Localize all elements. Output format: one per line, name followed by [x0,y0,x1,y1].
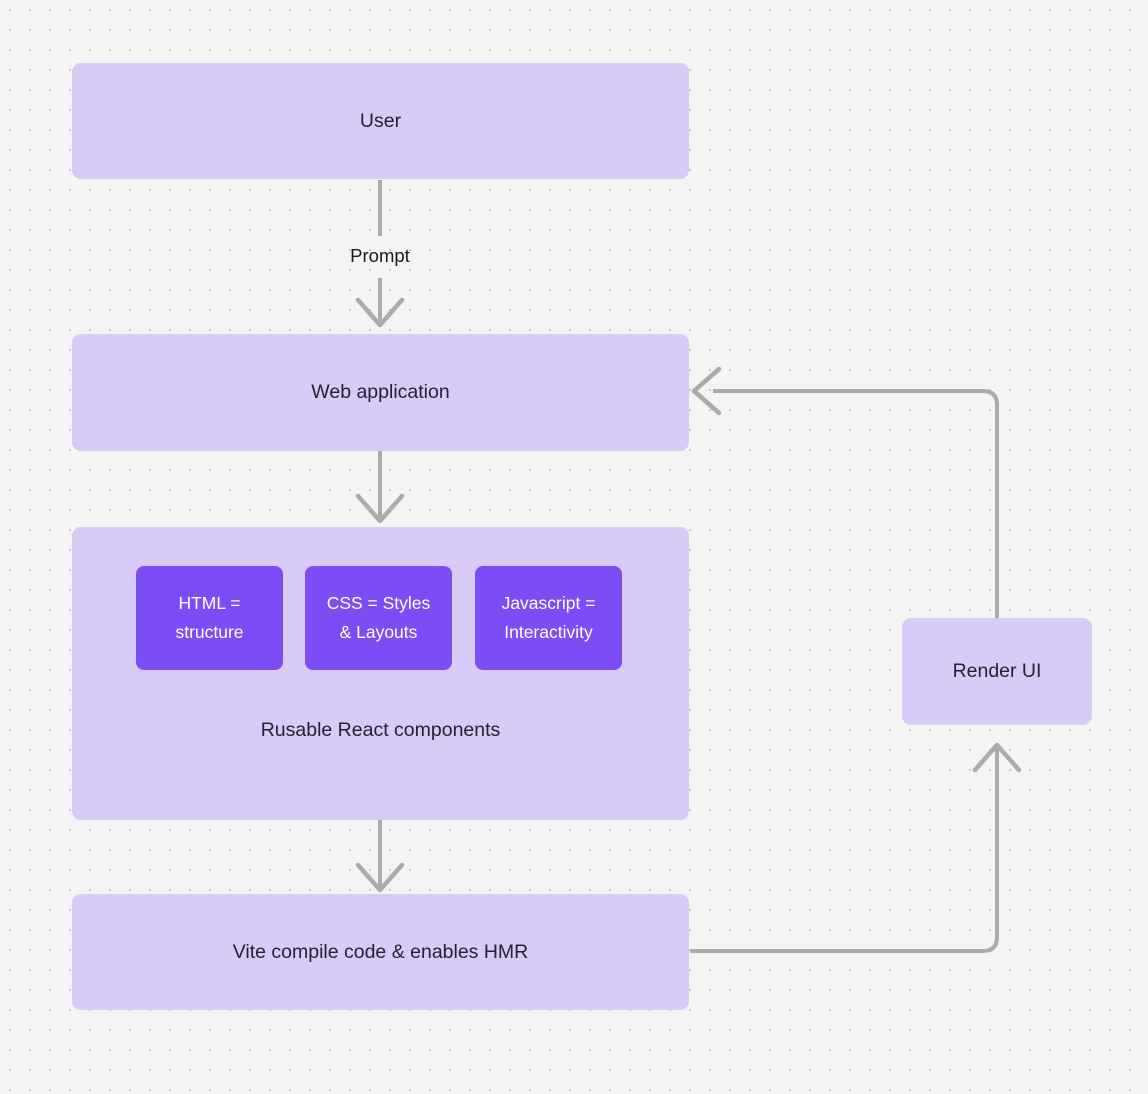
arrowhead-down-webapp [355,297,405,328]
node-web-application[interactable]: Web application [72,334,689,451]
node-components-group-label: Rusable React components [260,719,501,741]
node-web-application-label: Web application [311,381,450,404]
node-html-label: HTML =structure [175,593,244,642]
arrowhead-up-renderui [972,742,1022,773]
node-user-label: User [359,109,402,132]
node-render-ui[interactable]: Render UI [902,618,1092,725]
node-vite-label: Vite compile code & enables HMR [232,940,529,963]
node-html[interactable]: HTML =structure [136,566,283,670]
node-css[interactable]: CSS = Styles& Layouts [305,566,452,670]
arrowhead-left-webapp [691,366,722,416]
edge-label-prompt: Prompt [350,245,410,266]
node-components-group[interactable]: HTML =structure CSS = Styles& Layouts Ja… [72,527,689,820]
node-javascript[interactable]: Javascript =Interactivity [475,566,622,670]
node-css-label: CSS = Styles& Layouts [326,593,431,642]
arrowhead-down-components [355,493,405,524]
edge-vite-renderui [690,748,999,953]
arrowhead-down-vite [355,862,405,893]
node-javascript-label: Javascript =Interactivity [501,593,596,642]
edge-renderui-webapp [713,389,999,618]
node-render-ui-label: Render UI [952,660,1042,683]
node-vite[interactable]: Vite compile code & enables HMR [72,894,689,1010]
node-user[interactable]: User [72,63,689,179]
